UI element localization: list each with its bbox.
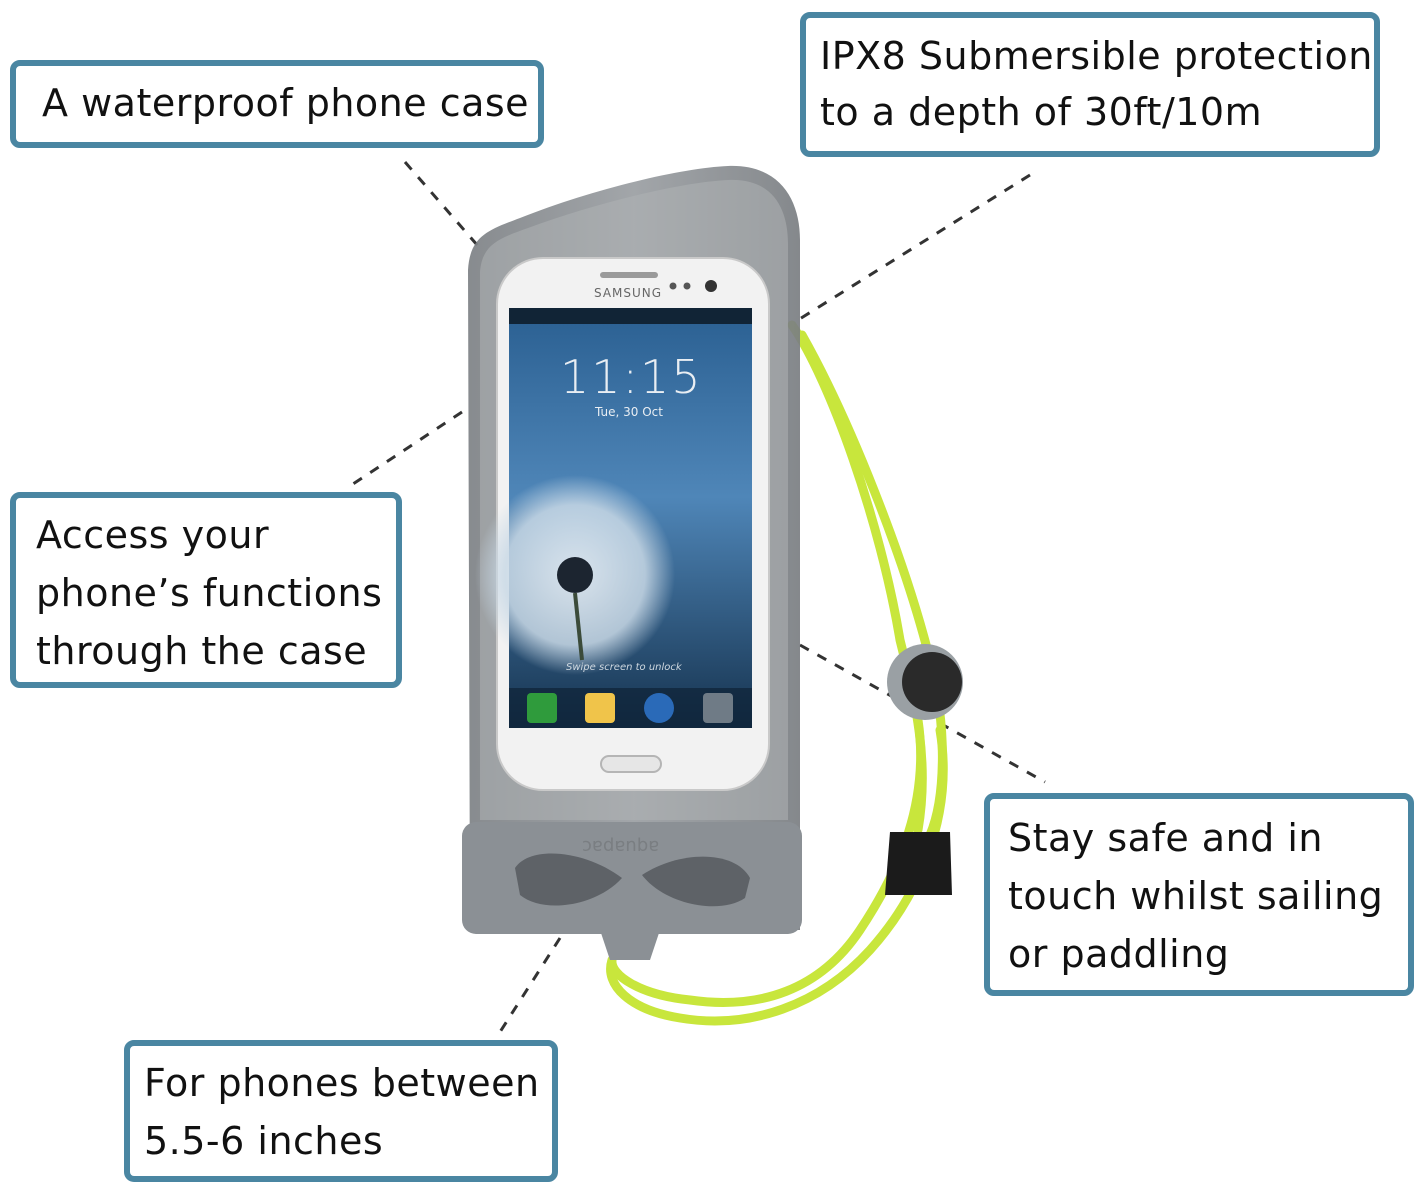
leader-line-ipx8 xyxy=(789,173,1031,327)
leader-line-access xyxy=(349,410,463,488)
callout-line: phone’s functions xyxy=(36,571,383,615)
home-button xyxy=(600,755,662,773)
callout-line: or paddling xyxy=(1008,932,1230,976)
phone-earpiece xyxy=(600,272,658,278)
callout-line: For phones between xyxy=(144,1061,540,1105)
leader-line-waterproof xyxy=(403,161,480,247)
camera-app-icon xyxy=(703,693,733,723)
phone-app-icon xyxy=(527,693,557,723)
unlock-hint: Swipe screen to unlock xyxy=(566,662,682,673)
callout-phone-size: For phones between 5.5-6 inches xyxy=(124,1040,558,1182)
callout-line: Stay safe and in xyxy=(1008,816,1324,860)
seal-clip-left xyxy=(515,853,622,906)
callout-ipx8-protection: IPX8 Submersible protection to a depth o… xyxy=(800,12,1380,157)
cord-end-toggle xyxy=(885,832,952,895)
callout-stay-safe: Stay safe and in touch whilst sailing or… xyxy=(984,793,1414,996)
callout-line: to a depth of 30ft/10m xyxy=(820,90,1263,134)
callout-waterproof-case: A waterproof phone case xyxy=(10,60,544,148)
phone-camera xyxy=(705,280,717,292)
phone-brand-label: SAMSUNG xyxy=(594,286,663,300)
messages-app-icon xyxy=(585,693,615,723)
callout-access-functions: Access your phone’s functions through th… xyxy=(10,492,402,688)
callout-line: IPX8 Submersible protection xyxy=(820,34,1373,78)
seal-clip-right xyxy=(642,856,750,907)
leader-line-size xyxy=(498,937,562,1033)
callout-line: touch whilst sailing xyxy=(1008,874,1384,918)
callout-line: 5.5-6 inches xyxy=(144,1119,384,1163)
callout-line: Access your xyxy=(36,513,270,557)
lockscreen-clock: 11:15 xyxy=(560,350,703,404)
callout-line: through the case xyxy=(36,629,368,673)
case-brand-label: aquapac xyxy=(582,836,660,857)
callout-line: A waterproof phone case xyxy=(42,81,530,125)
voice-app-icon xyxy=(644,693,674,723)
lockscreen-date: Tue, 30 Oct xyxy=(595,405,663,419)
